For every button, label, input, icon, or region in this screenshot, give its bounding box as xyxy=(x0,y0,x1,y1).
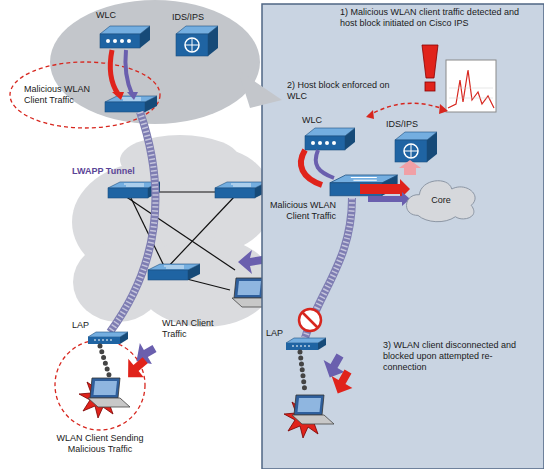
step-note: 3) WLAN client disconnected and blocked … xyxy=(383,340,535,373)
device-label: WLC xyxy=(96,10,136,21)
traffic-label: Malicious WLAN Client Traffic xyxy=(264,200,336,222)
traffic-label: Malicious WLAN Client Traffic xyxy=(24,84,102,106)
device-label: WLC xyxy=(302,115,342,126)
device-label: IDS/IPS xyxy=(172,12,222,23)
device-label: IDS/IPS xyxy=(386,119,436,130)
device-label: LAP xyxy=(72,320,102,331)
step-note: 2) Host block enforced on WLC xyxy=(287,80,397,102)
traffic-ellipse: Malicious WLAN Client Traffic xyxy=(10,62,160,128)
tunnel-label: LWAPP Tunnel xyxy=(72,166,144,177)
core-cloud: Core xyxy=(405,178,477,222)
device-label: LAP xyxy=(266,328,296,339)
traffic-label: WLAN Client Traffic xyxy=(162,318,224,340)
client-label: WLAN Client Sending Malicious Traffic xyxy=(52,433,148,455)
step-note: 1) Malicious WLAN client traffic detecte… xyxy=(340,7,522,29)
cloud-label: Core xyxy=(431,195,451,206)
